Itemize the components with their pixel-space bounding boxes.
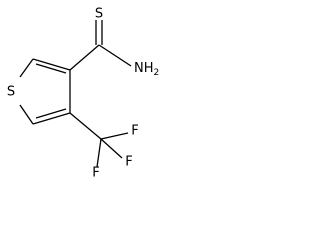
thioamide-sulfur-label: S xyxy=(95,7,103,22)
bond-cf3-c-f3 xyxy=(100,138,123,159)
structure-drawing: S S NH2 F F F xyxy=(0,0,164,184)
fluorine-1-label: F xyxy=(131,124,138,139)
bond-c3-thioamide-c xyxy=(69,44,100,71)
bond-c2-c3 xyxy=(32,58,71,71)
amine-label: NH2 xyxy=(134,61,159,78)
molecule-canvas: S S NH2 F F F xyxy=(7,7,159,181)
bond-thioamide-c-n xyxy=(98,44,132,67)
fluorine-3-label: F xyxy=(125,155,132,170)
bond-c5-ring-s xyxy=(19,104,34,125)
bond-c4-c5 xyxy=(32,112,71,125)
amine-subscript-text: 2 xyxy=(154,68,160,78)
bond-c2-c3-inner xyxy=(35,63,67,74)
bond-cf3-c-f1 xyxy=(100,132,129,140)
bond-cf3-c-f2 xyxy=(96,138,102,168)
fluorine-2-label: F xyxy=(92,166,99,181)
ring-sulfur-label: S xyxy=(7,85,15,100)
amine-nh-text: NH xyxy=(134,61,154,76)
bond-c4-cf3-c xyxy=(69,112,102,140)
bond-ring-s-c2 xyxy=(19,58,34,78)
bond-c4-c5-inner xyxy=(35,108,67,119)
